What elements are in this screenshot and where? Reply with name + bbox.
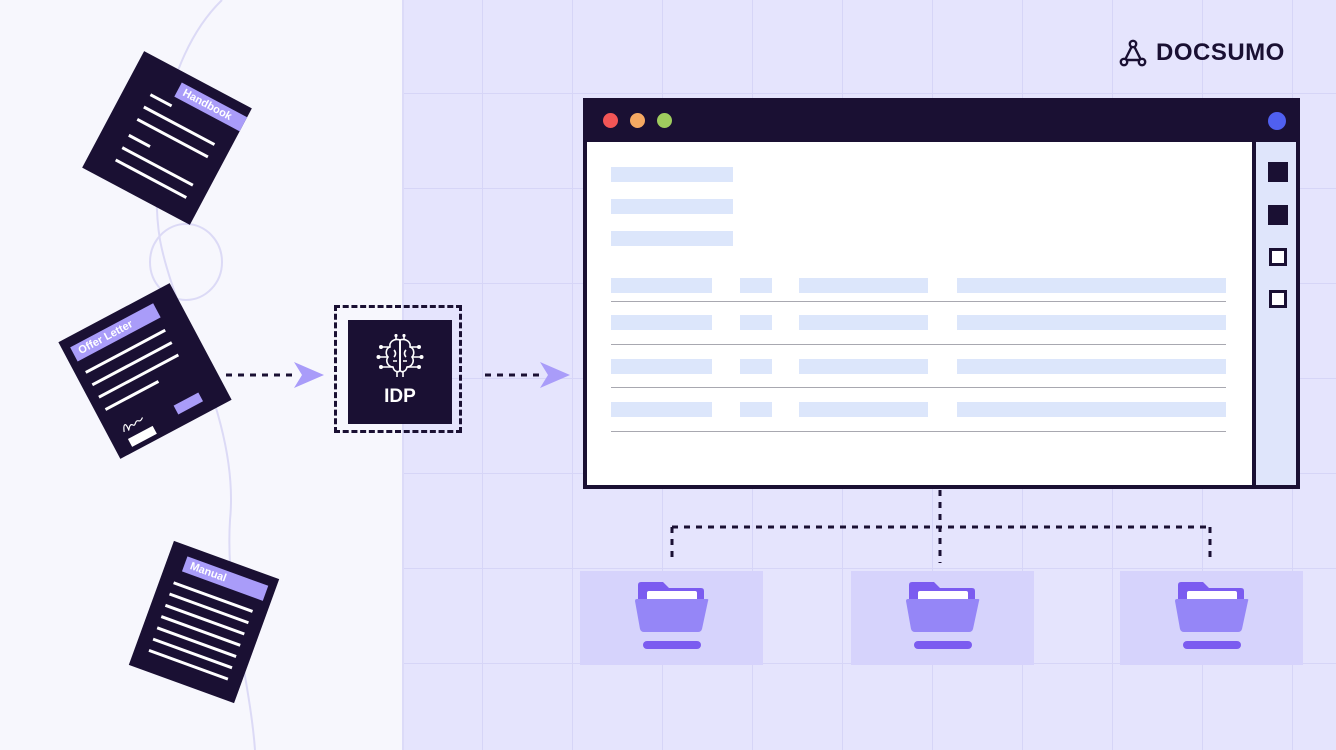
close-dot[interactable] <box>603 113 618 128</box>
checkbox-filled[interactable] <box>1268 162 1288 182</box>
folder-icon <box>1175 581 1249 633</box>
destination-folder-3[interactable] <box>1120 571 1303 665</box>
status-dot <box>1268 112 1286 130</box>
checkbox-empty[interactable] <box>1269 290 1287 308</box>
document-offer-letter: Offer Letter <box>58 283 232 459</box>
minimize-dot[interactable] <box>630 113 645 128</box>
signature-icon <box>118 412 148 437</box>
folder-icon <box>635 581 709 633</box>
idp-node: IDP <box>348 320 452 424</box>
brand-logo: DOCSUMO <box>1118 38 1285 68</box>
field-placeholder <box>611 231 733 246</box>
destination-folder-1[interactable] <box>580 571 763 665</box>
checkbox-empty[interactable] <box>1269 248 1287 266</box>
docsumo-logo-icon <box>1118 38 1148 68</box>
idp-label: IDP <box>384 386 416 407</box>
maximize-dot[interactable] <box>657 113 672 128</box>
brand-name: DOCSUMO <box>1156 39 1285 66</box>
extracted-data-panel <box>587 142 1252 485</box>
field-placeholder <box>611 199 733 214</box>
app-window <box>583 98 1300 489</box>
field-placeholder <box>611 167 733 182</box>
folder-icon <box>906 581 980 633</box>
destination-folder-2[interactable] <box>851 571 1034 665</box>
brain-circuit-icon <box>376 334 424 378</box>
checkbox-filled[interactable] <box>1268 205 1288 225</box>
window-sidebar <box>1256 142 1296 485</box>
idp-frame <box>334 305 462 433</box>
